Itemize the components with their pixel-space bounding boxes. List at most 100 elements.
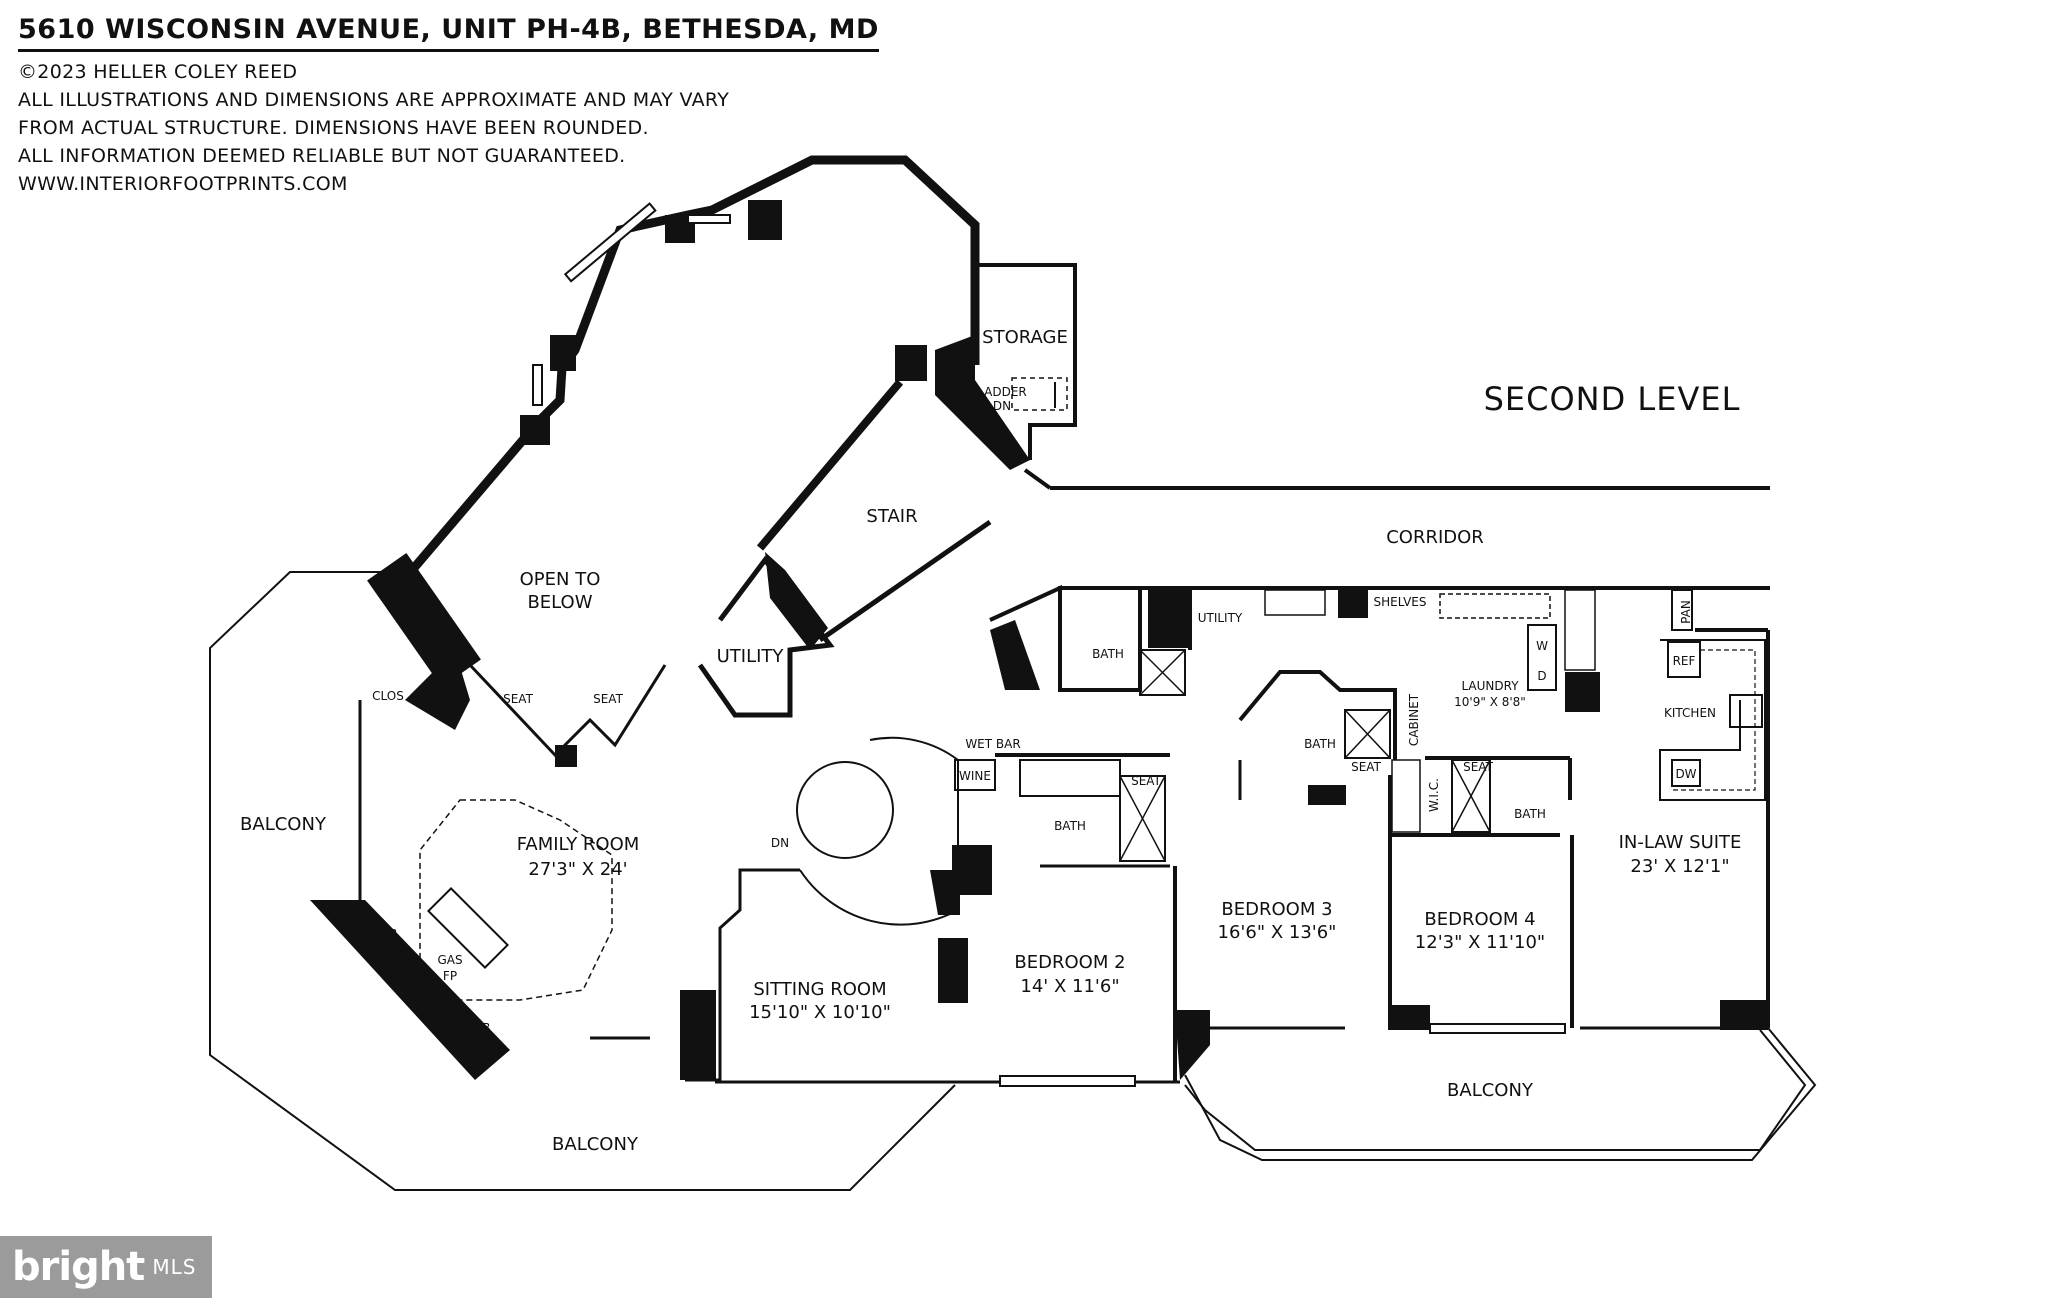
storage-wall <box>975 263 1077 460</box>
clos-wall-block <box>405 650 470 730</box>
label-bedroom4-dim: 12'3" X 11'10" <box>1415 932 1545 953</box>
bath-1-pier <box>952 845 992 895</box>
cooktop <box>1729 694 1763 728</box>
label-family-room: FAMILY ROOM <box>517 834 640 855</box>
label-bedroom2-dim: 14' X 11'6" <box>1020 976 1119 997</box>
pantry <box>1671 589 1693 631</box>
plan-header: 5610 WISCONSIN AVENUE, UNIT PH-4B, BETHE… <box>18 14 879 198</box>
label-inlaw-dim: 23' X 12'1" <box>1630 856 1729 877</box>
website-note: WWW.INTERIORFOOTPRINTS.COM <box>18 173 348 195</box>
label-bath-2: BATH <box>1054 819 1086 833</box>
bedroom3-southwest-pier <box>1175 1010 1210 1080</box>
disclaimer-notes: ©2023 HELLER COLEY REED ALL ILLUSTRATION… <box>18 58 778 198</box>
label-seat-3: SEAT <box>1131 774 1161 788</box>
stair-wall-1 <box>756 379 904 551</box>
label-open-to-below-2: BELOW <box>527 592 592 613</box>
label-ladder-1: LADDER <box>977 385 1027 399</box>
label-utility-2: UTILITY <box>1198 611 1243 625</box>
label-seat-1: SEAT <box>503 692 533 706</box>
utility-room-wall <box>697 555 835 718</box>
bath-3-wall <box>1238 670 1397 760</box>
label-family-room-dim: 27'3" X 24' <box>528 859 627 880</box>
bright-mls-logo: bright MLS <box>0 1236 212 1298</box>
label-dryer: D <box>1537 669 1546 683</box>
fireplace-insert <box>426 886 510 970</box>
bath-vanity-1 <box>1019 759 1121 797</box>
label-bath-3: BATH <box>1304 737 1336 751</box>
shower-2-x2 <box>1139 649 1186 696</box>
label-bedroom3-dim: 16'6" X 13'6" <box>1218 922 1337 943</box>
window-bedroom4 <box>1429 1023 1566 1034</box>
inlaw-pier <box>1720 1000 1768 1030</box>
utility-2-stair <box>1264 589 1326 616</box>
laundry-pier <box>1565 672 1600 712</box>
tower-pier-b <box>550 335 576 371</box>
tower-pier-e <box>895 345 927 381</box>
label-wic: W.I.C. <box>1427 778 1441 812</box>
balcony-west-outline <box>209 571 956 1191</box>
wic-shelves <box>1391 759 1421 833</box>
label-bedroom4: BEDROOM 4 <box>1424 909 1535 930</box>
logo-mls: MLS <box>152 1255 197 1279</box>
label-dw: DW <box>1675 767 1696 781</box>
refrigerator <box>1667 641 1701 678</box>
kitchen-counter <box>1659 639 1766 801</box>
label-balcony-west: BALCONY <box>240 814 327 835</box>
label-inlaw: IN-LAW SUITE <box>1619 832 1742 853</box>
window-bedroom2 <box>999 1075 1136 1087</box>
label-fp: FP <box>443 969 457 983</box>
laundry-sink-counter <box>1439 593 1551 619</box>
label-pan: PAN <box>1679 600 1693 624</box>
sitting-room-pier <box>680 990 716 1080</box>
label-seat-5: SEAT <box>1463 760 1493 774</box>
washer-dryer <box>1527 624 1557 691</box>
logo-brand: bright <box>12 1244 145 1290</box>
label-bedroom3: BEDROOM 3 <box>1221 899 1332 920</box>
stair-wall-2 <box>818 519 992 643</box>
bedroom4-pier <box>1388 1005 1430 1030</box>
bath-2-block <box>1148 588 1190 648</box>
copyright-note: ©2023 HELLER COLEY REED <box>18 61 298 83</box>
shower-3-x2 <box>1344 709 1391 759</box>
label-gas: GAS <box>437 953 462 967</box>
room-labels: STORAGE LADDER DN SECOND LEVEL STAIR COR… <box>240 327 1741 1155</box>
ladder-hatch <box>1011 377 1068 411</box>
label-kitchen: KITCHEN <box>1664 706 1716 720</box>
label-wine: WINE <box>959 769 991 783</box>
shelves-pier <box>1338 588 1368 618</box>
tower-outer-wall <box>404 155 980 578</box>
window-tower-3 <box>532 364 543 406</box>
label-cab-1: CAB <box>373 927 398 941</box>
wine-cabinet <box>954 759 996 791</box>
label-balcony-east: BALCONY <box>1447 1080 1534 1101</box>
window-tower-1 <box>563 202 657 283</box>
label-stair: STAIR <box>866 506 917 527</box>
label-storage: STORAGE <box>982 327 1068 348</box>
label-shelves: SHELVES <box>1374 595 1427 609</box>
label-cab-2: CAB <box>466 1021 491 1035</box>
bath-3-toilet <box>1308 785 1346 805</box>
fireplace-wall-block <box>310 900 510 1080</box>
ceiling-outline <box>419 799 613 1001</box>
balcony-east-outline-outer <box>1184 1027 1817 1161</box>
label-laundry-dim: 10'9" X 8'8" <box>1454 695 1526 709</box>
label-open-to-below-1: OPEN TO <box>520 569 601 590</box>
shower-2 <box>1139 649 1186 696</box>
property-address-title: 5610 WISCONSIN AVENUE, UNIT PH-4B, BETHE… <box>18 14 879 52</box>
walls <box>209 155 1817 1191</box>
corridor-top-wall-join <box>1023 468 1052 490</box>
label-balcony-south: BALCONY <box>552 1134 639 1155</box>
label-corridor: CORRIDOR <box>1386 527 1484 548</box>
label-sitting-room: SITTING ROOM <box>753 979 886 1000</box>
shower-1 <box>1119 775 1166 862</box>
label-sitting-room-dim: 15'10" X 10'10" <box>749 1002 891 1023</box>
label-ladder-2: DN <box>993 399 1011 413</box>
shower-1-x2 <box>1119 775 1166 862</box>
spiral-stair <box>796 736 960 926</box>
shower-3 <box>1344 709 1391 759</box>
label-utility-1: UTILITY <box>717 646 785 667</box>
disclaimer-line-2: FROM ACTUAL STRUCTURE. DIMENSIONS HAVE B… <box>18 117 649 139</box>
label-cabinet: CABINET <box>1407 693 1421 746</box>
kitchen-cabinets-dashed <box>1670 649 1756 791</box>
